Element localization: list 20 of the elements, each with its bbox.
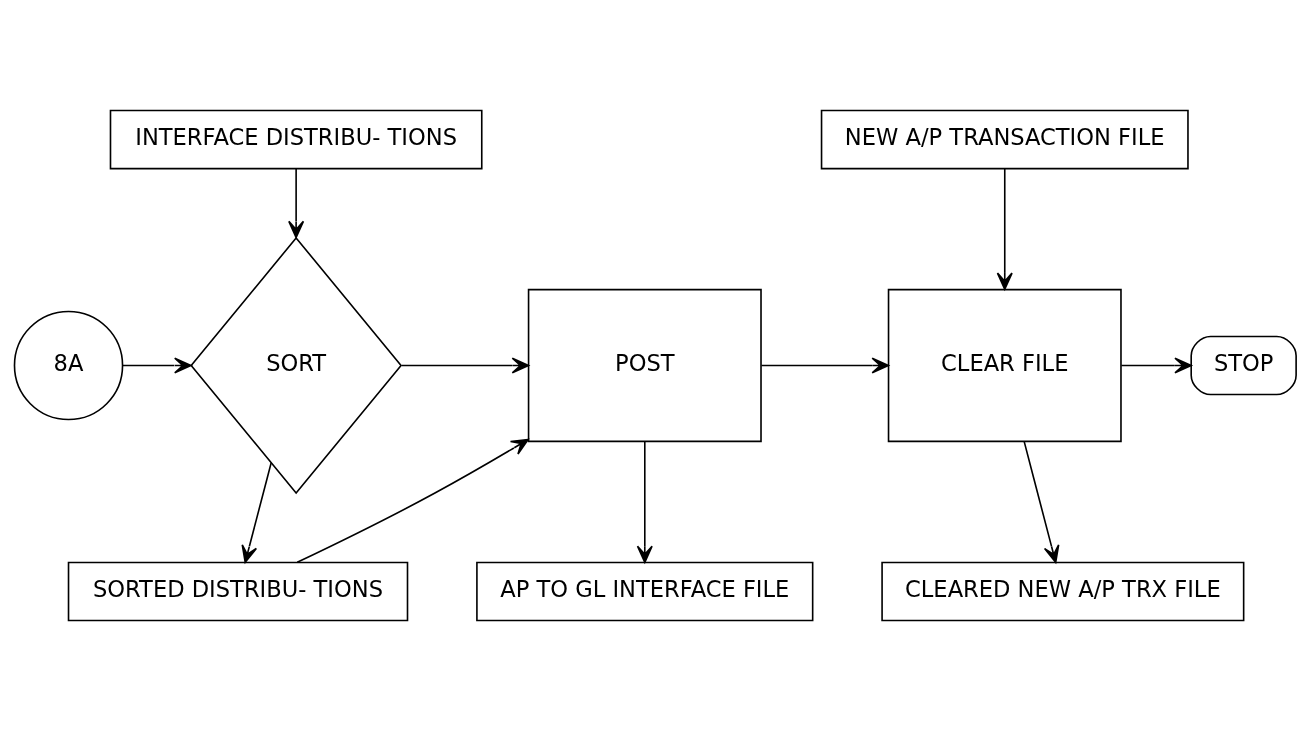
arrow — [1120, 357, 1192, 374]
arrow — [241, 462, 272, 564]
node-box: CLEAR FILE — [887, 288, 1122, 443]
arrow — [296, 438, 529, 564]
node-box: CLEARED NEW A/P TRX FILE — [881, 561, 1245, 622]
node-box: SORTED DISTRIBU- TIONS — [67, 561, 409, 622]
arrow — [288, 168, 305, 239]
arrow — [1023, 441, 1060, 564]
node-box: STOP — [1190, 335, 1297, 396]
node-box: NEW A/P TRANSACTION FILE — [820, 109, 1189, 170]
node-circle: 8A — [13, 310, 124, 421]
node-box: INTERFACE DISTRIBU- TIONS — [109, 109, 483, 170]
node-diamond: SORT — [190, 236, 403, 495]
node-box: AP TO GL INTERFACE FILE — [476, 561, 814, 622]
arrow — [636, 441, 653, 564]
arrow — [996, 168, 1013, 291]
arrow — [400, 357, 530, 374]
arrow — [760, 357, 890, 374]
arrow — [121, 357, 192, 374]
node-box: POST — [527, 288, 762, 443]
